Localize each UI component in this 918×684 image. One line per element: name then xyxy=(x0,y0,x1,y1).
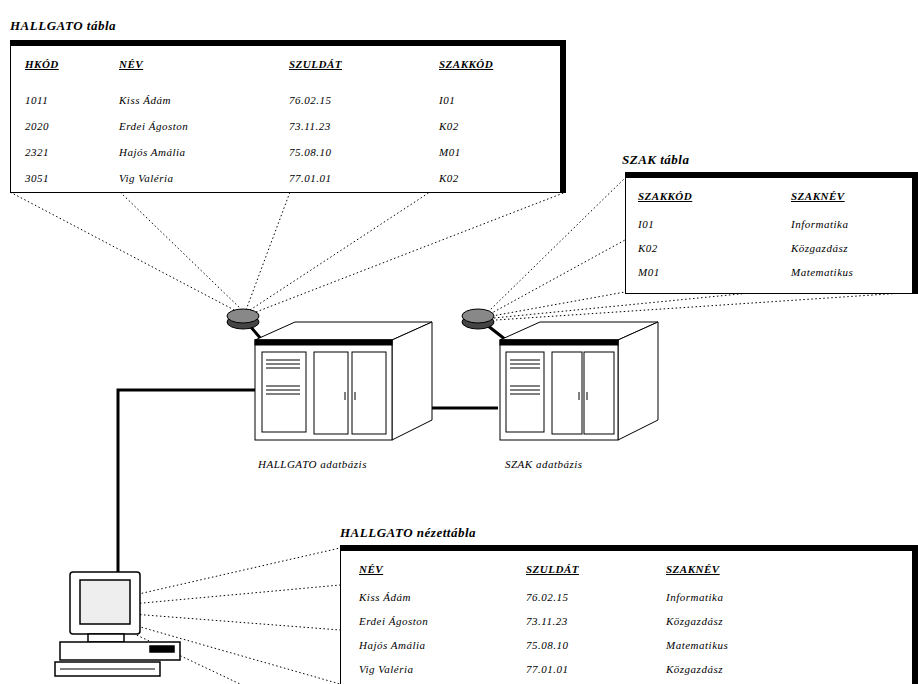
table-cell: 2321 xyxy=(25,146,49,159)
column-header: SZAKNÉV xyxy=(666,563,720,576)
table-cell: I01 xyxy=(439,94,455,107)
table-cell: 3051 xyxy=(25,172,49,185)
table-cell: 75.08.10 xyxy=(526,639,569,652)
table-cell: Közgazdász xyxy=(666,615,723,628)
network-link xyxy=(432,407,498,410)
table-title: HALLGATO tábla xyxy=(10,18,116,33)
table-cell: 77.01.01 xyxy=(289,172,332,185)
table-cell: Vig Valéria xyxy=(359,663,413,676)
table-cell: Hajós Amália xyxy=(359,639,426,652)
table-cell: 75.08.10 xyxy=(289,146,332,159)
table-cell: Informatika xyxy=(791,218,848,231)
column-header: SZAKKÓD xyxy=(638,190,692,203)
table-cell: 2020 xyxy=(25,120,49,133)
server-cabinet xyxy=(462,309,658,440)
table-cell: Közgazdász xyxy=(791,242,848,255)
server-cabinet xyxy=(227,309,432,440)
column-header: HKÓD xyxy=(25,58,59,71)
table-cell: Erdei Ágoston xyxy=(119,120,188,133)
table-cell: Kiss Ádám xyxy=(119,94,171,107)
table-cell: 1011 xyxy=(25,94,48,107)
table-cell: Közgazdász xyxy=(666,663,723,676)
column-header: SZULDÁT xyxy=(526,563,579,576)
table-cell: K02 xyxy=(439,172,459,185)
table-cell: M01 xyxy=(439,146,461,159)
table-title: HALLGATO nézettábla xyxy=(340,525,476,540)
table-cell: K02 xyxy=(638,242,658,255)
column-header: NÉV xyxy=(359,563,383,576)
network-cable xyxy=(118,390,262,572)
column-header: SZULDÁT xyxy=(289,58,342,71)
table-cell: 73.11.23 xyxy=(289,120,331,133)
server-label: SZAK adatbázis xyxy=(505,458,583,471)
table-cell: 77.01.01 xyxy=(526,663,569,676)
table-cell: Vig Valéria xyxy=(119,172,173,185)
database-server: HALLGATO adatbázis xyxy=(250,318,432,478)
table-cell: Matematikus xyxy=(666,639,728,652)
column-header: NÉV xyxy=(119,58,143,71)
database-server: SZAK adatbázis xyxy=(498,318,660,478)
table-cell: Informatika xyxy=(666,591,723,604)
view-table: HALLGATO nézettáblaNÉVSZULDÁTSZAKNÉVKiss… xyxy=(340,545,918,684)
table-title: SZAK tábla xyxy=(622,152,690,167)
table-cell: M01 xyxy=(638,266,660,279)
table-cell: 76.02.15 xyxy=(289,94,332,107)
table-cell: K02 xyxy=(439,120,459,133)
table-cell: Erdei Ágoston xyxy=(359,615,428,628)
table-cell: Matematikus xyxy=(791,266,853,279)
column-header: SZAKNÉV xyxy=(791,190,845,203)
database-table: HALLGATO táblaHKÓDNÉVSZULDÁTSZAKKÓD1011K… xyxy=(10,40,566,193)
table-cell: 73.11.23 xyxy=(526,615,568,628)
server-label: HALLGATO adatbázis xyxy=(258,458,367,471)
table-cell: 76.02.15 xyxy=(526,591,569,604)
column-header: SZAKKÓD xyxy=(439,58,493,71)
table-cell: Hajós Amália xyxy=(119,146,186,159)
database-table: SZAK táblaSZAKKÓDSZAKNÉVI01InformatikaK0… xyxy=(625,172,918,294)
computer xyxy=(55,572,180,676)
table-cell: Kiss Ádám xyxy=(359,591,411,604)
table-cell: I01 xyxy=(638,218,654,231)
